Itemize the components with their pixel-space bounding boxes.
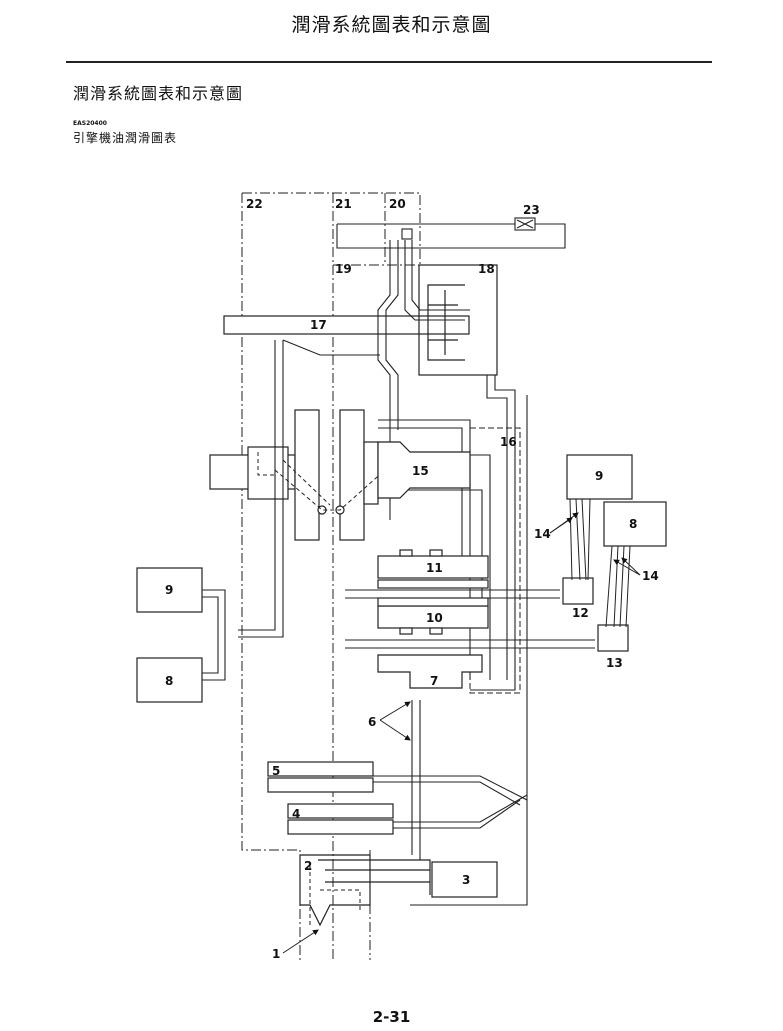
section-title: 潤滑系統圖表和示意圖	[73, 84, 244, 103]
label-12: 12	[572, 606, 589, 620]
oil-strainer-rods	[267, 761, 394, 835]
label-6: 6	[368, 715, 376, 729]
label-1: 1	[272, 947, 280, 961]
component-box-8-right	[603, 501, 667, 547]
side-box-links	[202, 589, 226, 681]
diagram-subtitle: 引擎機油潤滑圖表	[73, 131, 178, 145]
main-axle	[377, 549, 489, 589]
label-9-left: 9	[165, 583, 173, 597]
label-5: 5	[272, 764, 280, 778]
label-13: 13	[606, 656, 623, 670]
fitting-lines	[569, 498, 631, 628]
label-17: 17	[310, 318, 327, 332]
cross-lines	[345, 589, 595, 649]
label-20: 20	[389, 197, 406, 211]
label-14-right: 14	[642, 569, 659, 583]
page-number: 2-31	[372, 1008, 411, 1026]
return-lines	[373, 700, 528, 860]
label-8-left: 8	[165, 674, 173, 688]
leader-lines	[282, 512, 641, 954]
component-box-9-right	[566, 454, 633, 500]
label-8-right: 8	[629, 517, 637, 531]
crankshaft	[209, 409, 379, 541]
component-box-8-left	[136, 657, 203, 703]
label-10: 10	[426, 611, 443, 625]
label-22: 22	[246, 197, 263, 211]
cylinder-part-7	[377, 654, 483, 689]
drive-axle	[377, 597, 489, 635]
label-2: 2	[304, 859, 312, 873]
pan-dashed	[309, 865, 361, 925]
oil-pump	[377, 441, 471, 499]
label-3: 3	[462, 873, 470, 887]
oil-filter-part-3	[431, 861, 498, 898]
label-18: 18	[478, 262, 495, 276]
camshaft	[223, 315, 470, 335]
label-9-right: 9	[595, 469, 603, 483]
header-rule	[66, 61, 712, 63]
label-15: 15	[412, 464, 429, 478]
label-7: 7	[430, 674, 438, 688]
component-box-9-left	[136, 567, 203, 613]
fittings	[562, 577, 629, 652]
cooler-loop	[336, 217, 566, 249]
label-21: 21	[335, 197, 352, 211]
label-14-left: 14	[534, 527, 551, 541]
label-23: 23	[523, 203, 540, 217]
page-header: 潤滑系統圖表和示意圖	[291, 14, 492, 36]
label-11: 11	[426, 561, 443, 575]
label-16: 16	[500, 435, 517, 449]
label-4: 4	[292, 807, 300, 821]
label-19: 19	[335, 262, 352, 276]
document-code: EAS20400	[73, 120, 107, 127]
oil-pan	[299, 854, 431, 927]
